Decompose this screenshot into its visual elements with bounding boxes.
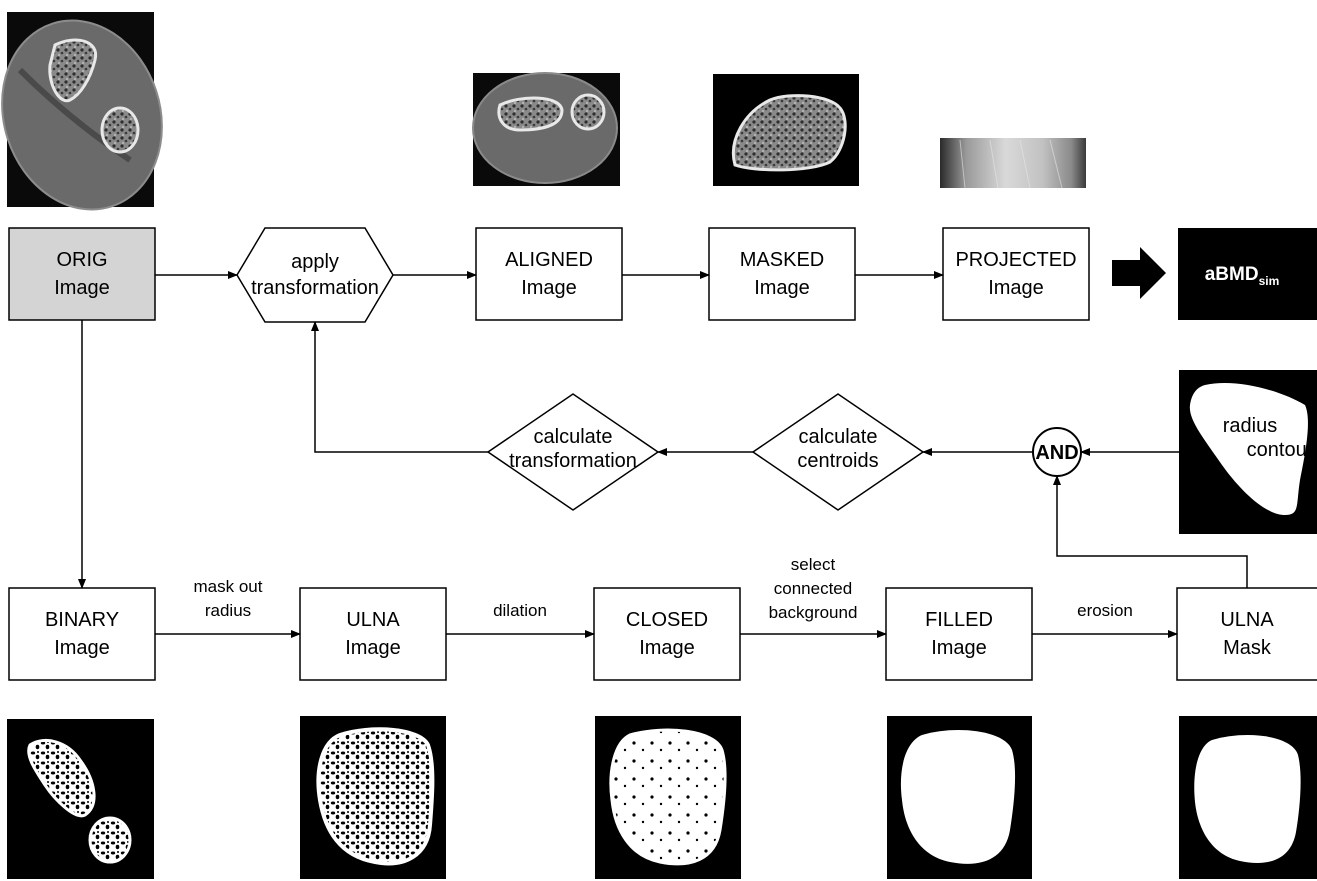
binary-line2: Image xyxy=(54,637,110,659)
calc-centroids-line2: centroids xyxy=(797,450,878,472)
edge-calctransform-to-apply xyxy=(311,321,488,453)
abmd-label: aBMD xyxy=(1205,264,1259,285)
masked-line1: MASKED xyxy=(740,249,824,271)
orig-image-box: ORIG Image xyxy=(8,227,156,321)
connectors xyxy=(78,271,1248,638)
projected-image-box: PROJECTED Image xyxy=(942,227,1090,321)
projected-line2: Image xyxy=(988,277,1044,299)
and-label: AND xyxy=(1035,442,1078,464)
radius-contour-label-line1: radius xyxy=(1223,415,1277,437)
ulna-mask-line2: Mask xyxy=(1223,637,1272,659)
orig-box-line2: Image xyxy=(54,277,110,299)
filled-thumbnail xyxy=(887,716,1032,879)
calculate-centroids-diamond: calculate centroids xyxy=(751,393,925,511)
masked-line2: Image xyxy=(754,277,810,299)
binary-image-box: BINARY Image xyxy=(8,587,156,681)
ulna-mask-thumbnail xyxy=(1179,716,1317,879)
edge-ulnamask-to-and xyxy=(1053,475,1248,588)
calc-centroids-line1: calculate xyxy=(799,426,878,448)
edge-erosion: erosion xyxy=(1077,601,1133,620)
masked-thumbnail xyxy=(713,74,859,186)
filled-image-box: FILLED Image xyxy=(885,587,1033,681)
radius-contour-thumbnail: radius contour xyxy=(1179,370,1317,534)
closed-thumbnail xyxy=(595,716,741,879)
edge-mask-out-line1: mask out xyxy=(194,577,263,596)
orig-ct-thumbnail xyxy=(1,12,163,211)
binary-line1: BINARY xyxy=(45,609,119,631)
closed-line1: CLOSED xyxy=(626,609,708,631)
aligned-image-box: ALIGNED Image xyxy=(475,227,623,321)
calculate-transformation-diamond: calculate transformation xyxy=(486,393,660,511)
abmd-subscript: sim xyxy=(1259,274,1280,288)
calc-transform-line1: calculate xyxy=(534,426,613,448)
svg-text:aBMDsim: aBMDsim xyxy=(1205,264,1280,288)
edge-select-line3: background xyxy=(769,603,858,622)
orig-box-line1: ORIG xyxy=(56,249,107,271)
filled-line2: Image xyxy=(931,637,987,659)
masked-image-box: MASKED Image xyxy=(708,227,856,321)
aligned-line2: Image xyxy=(521,277,577,299)
ulna-image-box: ULNA Image xyxy=(299,587,447,681)
abmd-box: aBMDsim xyxy=(1178,228,1317,320)
projected-thumbnail xyxy=(940,138,1086,189)
closed-line2: Image xyxy=(639,637,695,659)
and-node: AND xyxy=(1032,427,1082,477)
apply-line1: apply xyxy=(291,251,339,273)
binary-thumbnail xyxy=(7,719,154,879)
ulna-image-line1: ULNA xyxy=(346,609,400,631)
aligned-line1: ALIGNED xyxy=(505,249,593,271)
radius-contour-label-line2: contour xyxy=(1247,439,1314,461)
edge-mask-out-line2: radius xyxy=(205,601,251,620)
apply-line2: transformation xyxy=(251,277,379,299)
ulna-image-thumbnail xyxy=(300,716,446,879)
apply-transformation-hexagon: apply transformation xyxy=(236,227,394,323)
edge-select-line2: connected xyxy=(774,579,852,598)
ulna-mask-line1: ULNA xyxy=(1220,609,1274,631)
calc-transform-line2: transformation xyxy=(509,450,637,472)
edge-dilation: dilation xyxy=(493,601,547,620)
aligned-ct-thumbnail xyxy=(472,72,620,186)
edge-select-line1: select xyxy=(791,555,836,574)
ulna-image-line2: Image xyxy=(345,637,401,659)
ulna-mask-box: ULNA Mask xyxy=(1176,587,1317,681)
closed-image-box: CLOSED Image xyxy=(593,587,741,681)
projected-line1: PROJECTED xyxy=(955,249,1076,271)
big-right-arrow xyxy=(1112,247,1166,299)
filled-line1: FILLED xyxy=(925,609,993,631)
